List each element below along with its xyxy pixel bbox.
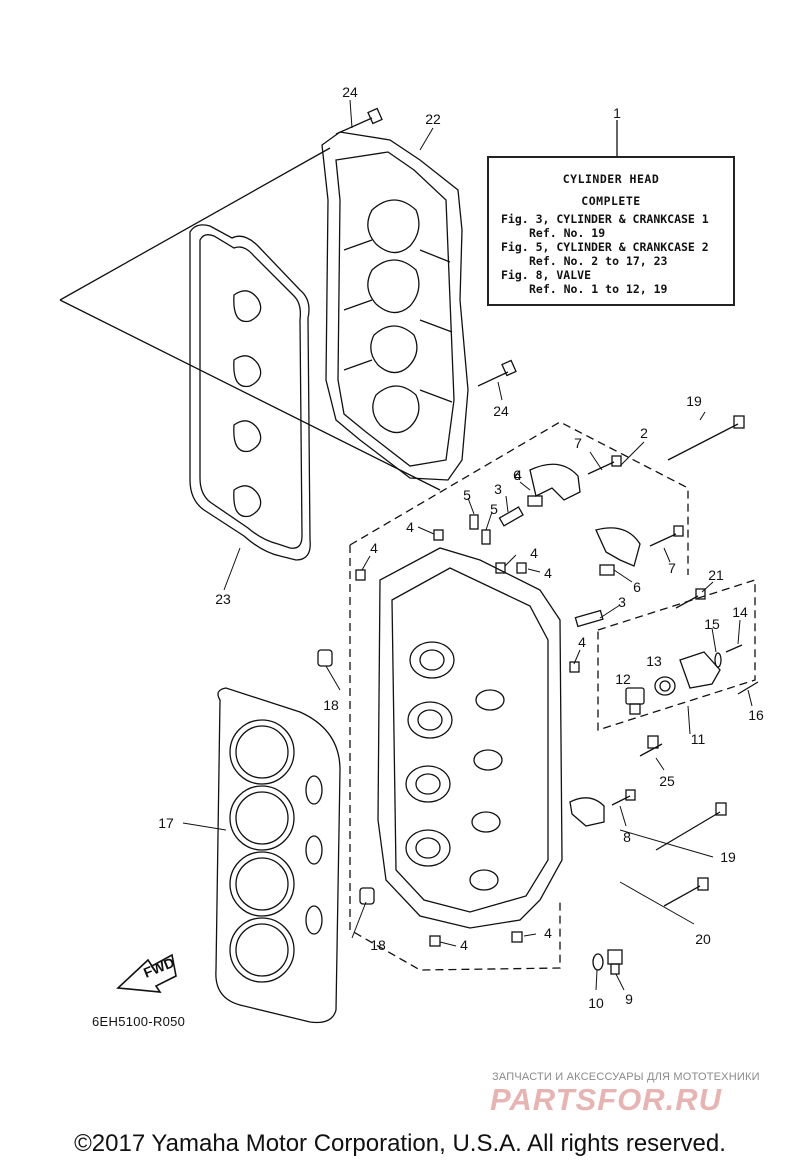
bracket-6	[527, 463, 641, 576]
callout-5a: 5	[463, 487, 471, 503]
dashed-outline-group-2	[349, 421, 689, 971]
note-fig-3: Fig. 8, VALVE	[501, 268, 592, 282]
cylinder-head-gasket	[215, 687, 341, 1024]
callout-14: 14	[732, 604, 748, 620]
leader-line	[59, 299, 441, 491]
watermark-logo: PARTSFOR.RU	[490, 1082, 723, 1117]
callout-1: 1	[613, 105, 621, 121]
callout-6a: 6	[513, 467, 521, 483]
callout-13: 13	[646, 653, 662, 669]
cylinder-head-body	[377, 547, 563, 929]
sensor-bracket	[569, 797, 605, 827]
callout-18b: 18	[370, 937, 386, 953]
note-title-line1: CYLINDER HEAD	[562, 172, 660, 186]
callout-17: 17	[158, 815, 174, 831]
dashed-outline-group-11	[597, 579, 756, 731]
gasket-15	[714, 652, 722, 668]
cover-14	[679, 644, 743, 689]
callout-12: 12	[615, 671, 631, 687]
complete-assembly-note: CYLINDER HEAD COMPLETE Fig. 3, CYLINDER …	[487, 156, 735, 306]
callout-18a: 18	[323, 697, 339, 713]
bolt-24-top	[335, 107, 383, 135]
callout-4a: 4	[406, 519, 414, 535]
drawing-code: 6EH5100-R050	[92, 1014, 186, 1029]
callout-24b: 24	[493, 403, 509, 419]
watermark-tagline: ЗАПЧАСТИ И АКСЕССУАРЫ ДЛЯ МОТОТЕХНИКИ	[492, 1071, 760, 1083]
leader-line	[59, 147, 331, 301]
note-ref-2: Ref. No. 2 to 17, 23	[529, 254, 668, 268]
fwd-label: FWD	[141, 954, 177, 981]
cylinder-head-cover	[321, 131, 469, 481]
callout-16: 16	[748, 707, 764, 723]
callout-4b: 4	[370, 540, 378, 556]
callout-4f: 4	[460, 937, 468, 953]
callout-2: 2	[640, 425, 648, 441]
callout-4c: 4	[530, 545, 538, 561]
callout-10: 10	[588, 995, 604, 1011]
callout-5b: 5	[490, 501, 498, 517]
callout-3b: 3	[618, 594, 626, 610]
callout-6b: 6	[633, 579, 641, 595]
dowel-18-upper	[317, 649, 333, 667]
plug-4-group	[355, 529, 580, 947]
washer-10	[592, 953, 604, 971]
callout-4g: 4	[544, 925, 552, 941]
callout-7b: 7	[668, 560, 676, 576]
fwd-arrow-icon	[116, 953, 177, 993]
callout-4e: 4	[578, 634, 586, 650]
note-fig-2: Fig. 5, CYLINDER & CRANKCASE 2	[501, 240, 709, 254]
callout-15: 15	[704, 616, 720, 632]
callout-9: 9	[625, 991, 633, 1007]
callout-11: 11	[691, 731, 706, 747]
callout-7a: 7	[574, 435, 582, 451]
bolt-16	[737, 681, 759, 695]
callout-19b: 19	[720, 849, 736, 865]
callout-leaders	[182, 99, 753, 991]
callout-8: 8	[623, 829, 631, 845]
callout-25: 25	[659, 773, 675, 789]
copyright-notice: ©2017 Yamaha Motor Corporation, U.S.A. A…	[74, 1130, 726, 1157]
plug-9	[607, 949, 623, 975]
bolt-8	[611, 789, 636, 806]
gasket-13	[654, 676, 676, 696]
callout-24a: 24	[342, 84, 358, 100]
callout-19a: 19	[686, 393, 702, 409]
head-cover-gasket	[189, 224, 311, 561]
bolt-24-right	[477, 359, 517, 387]
note-ref-3: Ref. No. 1 to 12, 19	[529, 282, 668, 296]
sensor-25	[639, 735, 663, 757]
pin-5	[469, 514, 491, 545]
dowel-18-lower	[359, 887, 375, 905]
thermostat-12	[625, 687, 645, 715]
note-title-line2: COMPLETE	[581, 194, 641, 208]
collar-3	[498, 506, 604, 628]
callout-4d: 4	[544, 565, 552, 581]
bolt-20	[663, 877, 709, 907]
callout-21: 21	[708, 567, 724, 583]
callout-labels: 1 2 3 3 4 4 4 4 4 4 4 4 5 5 6 6 7 7 8 9 …	[158, 84, 764, 1011]
note-fig-1: Fig. 3, CYLINDER & CRANKCASE 1	[501, 212, 709, 226]
callout-20: 20	[695, 931, 711, 947]
callout-4h: 4	[514, 467, 522, 483]
callout-23: 23	[215, 591, 231, 607]
note-ref-1: Ref. No. 19	[529, 226, 606, 240]
bolt-21	[675, 588, 706, 609]
callout-3: 3	[494, 481, 502, 497]
callout-22: 22	[425, 111, 441, 127]
